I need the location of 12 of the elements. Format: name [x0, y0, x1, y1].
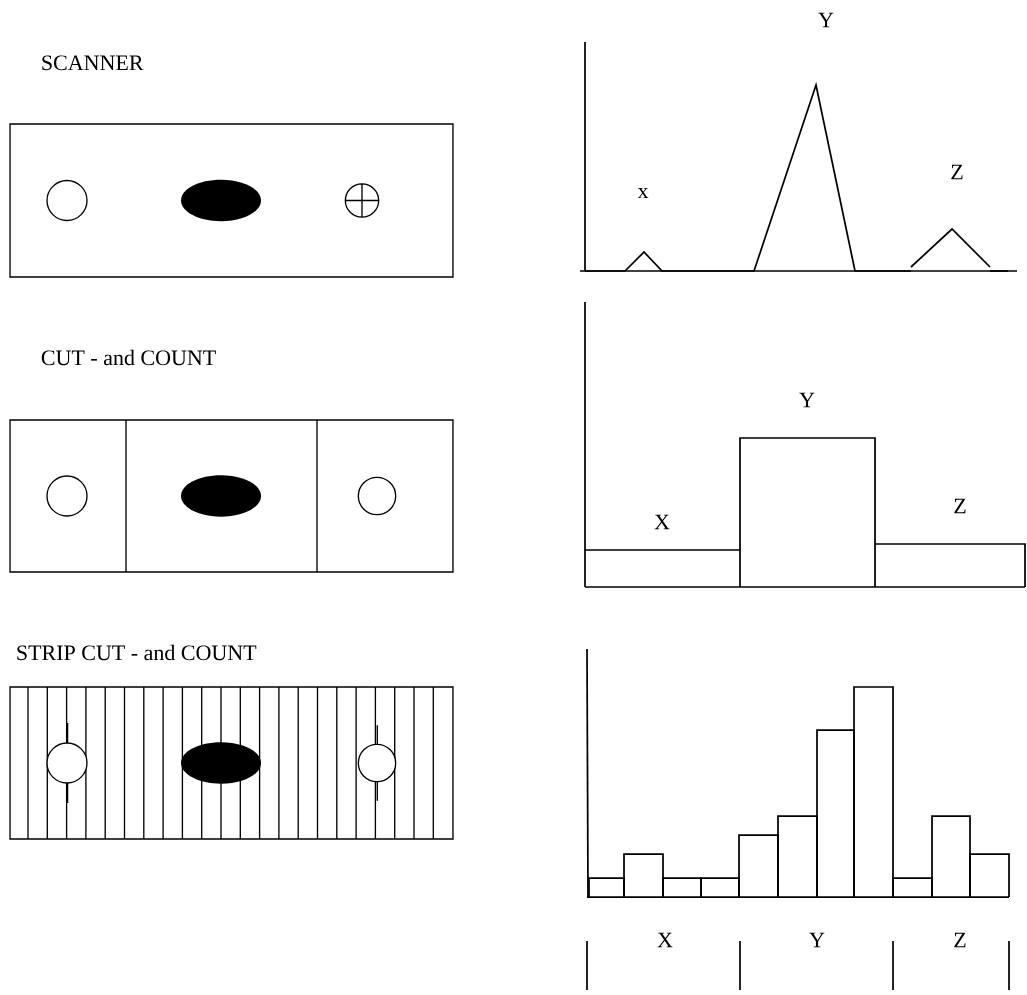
peak-label: Z: [954, 932, 966, 948]
peak-label: Z: [951, 164, 963, 180]
peak-label: X: [654, 514, 670, 530]
peak-label: Z: [954, 498, 966, 514]
peak-label: X: [657, 932, 673, 948]
peak-label: Y: [818, 12, 834, 28]
peak-label: Y: [799, 392, 815, 408]
section-heading: STRIP CUT - and COUNT: [17, 644, 257, 661]
peak-label: Y: [809, 932, 825, 948]
section-heading: CUT - and COUNT: [41, 349, 216, 366]
section-heading: SCANNER: [42, 55, 144, 71]
peak-label: x: [637, 187, 649, 199]
